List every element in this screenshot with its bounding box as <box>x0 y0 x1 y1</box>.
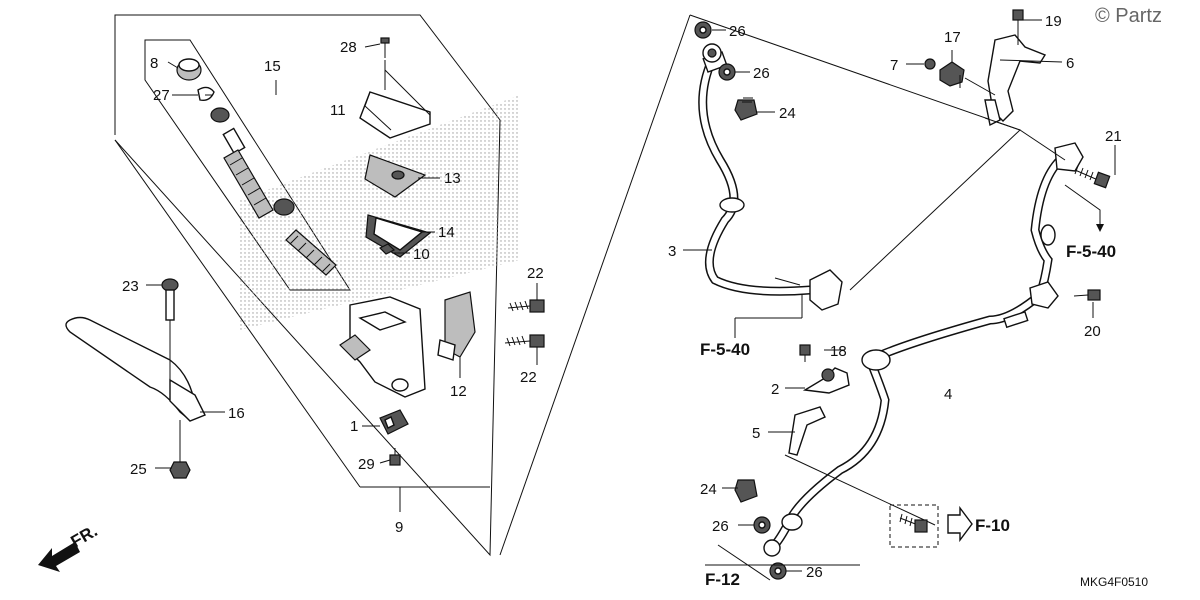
front-direction-arrow <box>38 542 80 572</box>
bolt-21 <box>1074 165 1111 189</box>
leader-hose-4-top <box>1019 129 1066 161</box>
outline-9-lower <box>114 139 361 488</box>
outline-3 <box>689 14 1021 291</box>
part-number-10: 10 <box>413 246 430 263</box>
diagram-code: MKG4F0510 <box>1080 575 1148 589</box>
washer-26-b <box>718 63 736 81</box>
bracket-6 <box>984 34 1047 127</box>
part-number-17: 17 <box>944 29 961 46</box>
part-number-21: 21 <box>1105 128 1122 145</box>
bolt-20 <box>1073 289 1101 301</box>
reference-f10: F-10 <box>975 516 1010 535</box>
clamp-2 <box>802 367 850 394</box>
part-number-2: 2 <box>771 381 779 398</box>
switch-1 <box>379 409 409 435</box>
leader-f540b <box>1064 184 1101 225</box>
nut-7 <box>924 58 936 70</box>
part-number-22-upper: 22 <box>527 265 544 282</box>
hose-3 <box>698 51 843 311</box>
bolt-24-b <box>734 479 758 503</box>
shading-reservoir <box>240 95 520 330</box>
plate-13 <box>364 154 427 198</box>
assembly-outline-9 <box>114 14 501 557</box>
part-number-15: 15 <box>264 58 281 75</box>
part-number-9: 9 <box>395 519 403 536</box>
part-number-5: 5 <box>752 425 760 442</box>
holder-12 <box>437 291 476 361</box>
part-number-28: 28 <box>340 39 357 56</box>
part-number-13: 13 <box>444 170 461 187</box>
nut-25 <box>169 420 191 479</box>
part-number-7: 7 <box>890 57 898 74</box>
part-number-16: 16 <box>228 405 245 422</box>
part-number-26-d: 26 <box>806 564 823 581</box>
bolt-18 <box>799 344 811 362</box>
leader-lines <box>146 19 1116 572</box>
part-number-24-a: 24 <box>779 105 796 122</box>
master-cylinder-body <box>339 296 426 398</box>
reference-f540-a: F-5-40 <box>700 340 750 359</box>
outline-6 <box>984 117 1021 131</box>
bracket-link <box>964 77 996 96</box>
part-number-8: 8 <box>150 55 158 72</box>
bolt-23 <box>161 278 179 395</box>
copyright-text: © Partz <box>1095 5 1162 27</box>
outline-f12 <box>717 544 771 581</box>
bolt-24-a <box>734 97 758 121</box>
hose-4 <box>763 142 1084 557</box>
washer-26-a <box>694 21 712 39</box>
part-number-3: 3 <box>668 243 676 260</box>
outline-5 <box>784 454 936 526</box>
piston-assembly <box>210 107 337 276</box>
grommet-17 <box>939 50 965 87</box>
part-number-4: 4 <box>944 386 952 403</box>
part-number-23: 23 <box>122 278 139 295</box>
part-number-20: 20 <box>1084 323 1101 340</box>
part-number-18: 18 <box>830 343 847 360</box>
diaphragm-14 <box>365 214 432 258</box>
leader-11 <box>384 69 431 116</box>
arrow-f10 <box>947 505 973 543</box>
clip-27 <box>197 86 215 102</box>
part-number-22-lower: 22 <box>520 369 537 386</box>
part-number-14: 14 <box>438 224 455 241</box>
reference-f540-b: F-5-40 <box>1066 242 1116 261</box>
bolt-22-lower <box>504 334 545 348</box>
part-number-24-b: 24 <box>700 481 717 498</box>
washer-26-c <box>753 516 771 534</box>
part-number-6: 6 <box>1066 55 1074 72</box>
banjo-top <box>702 43 722 63</box>
outline-9-diagonal <box>499 14 691 556</box>
part-number-29: 29 <box>358 456 375 473</box>
arrow-f540b <box>1096 224 1104 232</box>
bolt-28 <box>380 37 390 58</box>
part-number-25: 25 <box>130 461 147 478</box>
part-number-26-b: 26 <box>753 65 770 82</box>
part-number-1: 1 <box>350 418 358 435</box>
part-number-19: 19 <box>1045 13 1062 30</box>
cap-8 <box>176 58 202 81</box>
bolt-19 <box>1012 9 1024 45</box>
cap-11 <box>359 91 431 139</box>
part-number-26-c: 26 <box>712 518 729 535</box>
part-number-27: 27 <box>153 87 170 104</box>
part-number-26-a: 26 <box>729 23 746 40</box>
dashed-box-f10 <box>889 504 939 548</box>
part-number-12: 12 <box>450 383 467 400</box>
part-number-11: 11 <box>330 102 346 119</box>
bolt-f10 <box>899 513 928 533</box>
bracket-5 <box>788 406 826 456</box>
lever-16 <box>65 316 206 422</box>
screw-29 <box>389 448 401 466</box>
reference-f12: F-12 <box>705 570 740 589</box>
bolt-22-upper <box>507 299 545 313</box>
float-10 <box>378 243 396 255</box>
